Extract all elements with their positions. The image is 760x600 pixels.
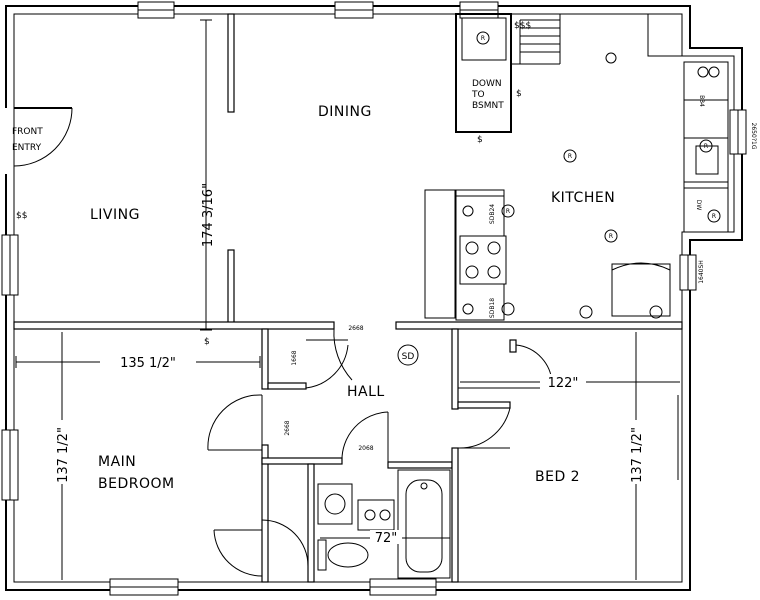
bath-cabinet <box>357 499 395 531</box>
receptacle-label: R <box>704 143 708 150</box>
receptacle-symbol <box>476 31 490 45</box>
window-left-2 <box>1 429 19 501</box>
door-closet-1668 <box>305 339 349 389</box>
receptacle-symbol <box>462 205 474 217</box>
dim-living-height-label: 174 3/16" <box>201 183 216 247</box>
window-bottom-1 <box>109 578 179 596</box>
door-size-label: 2668 <box>348 325 363 332</box>
window-top-3 <box>459 1 499 19</box>
window-size-label: 2650?1G <box>750 123 757 150</box>
switch-label: $ <box>516 89 522 99</box>
receptacle-symbol <box>563 149 577 163</box>
dim-bath-width-label: 72" <box>375 531 398 546</box>
door-bed2 <box>457 407 511 449</box>
receptacle-label: R <box>506 208 510 215</box>
window-top-1 <box>137 1 175 19</box>
receptacle-symbol <box>699 139 713 153</box>
window-left-1 <box>1 234 19 296</box>
dim-main-width-label: 135 1/2" <box>120 356 176 371</box>
cabinet-label: SDB18 <box>489 298 496 318</box>
window-bottom-2 <box>369 578 437 596</box>
receptacle-symbol <box>501 204 515 218</box>
fridge-cabinet <box>647 13 683 57</box>
smoke-detector-symbol <box>397 344 419 366</box>
front-entry-label: FRONT <box>12 127 43 137</box>
door-main-closet <box>213 519 309 577</box>
switch-triple-label: $$$ <box>514 21 531 31</box>
bathtub <box>397 469 451 579</box>
switch-label: $ <box>477 135 483 145</box>
door-hall-top <box>333 328 353 381</box>
receptacle-symbol <box>579 305 593 319</box>
bay-counter <box>683 61 729 233</box>
smoke-detector-label: SD <box>402 352 415 362</box>
receptacle-label: R <box>481 35 485 42</box>
kitchen-table <box>611 262 671 317</box>
bed2-label: BED 2 <box>535 469 580 485</box>
door-size-label: 1668 <box>291 350 298 365</box>
switch-label: $ <box>204 337 210 347</box>
receptacle-symbol <box>708 66 720 78</box>
cabinet-label: SDB24 <box>489 204 496 224</box>
kitchen-label: KITCHEN <box>551 190 615 206</box>
window-right-kitchen <box>679 254 697 291</box>
cabinet-label: B34 <box>698 95 705 107</box>
stairs <box>455 13 561 133</box>
hall-label: HALL <box>347 384 385 400</box>
range <box>459 235 507 285</box>
front-entry-label-2: ENTRY <box>12 143 42 153</box>
dim-bed2-height-label: 137 1/2" <box>630 427 645 483</box>
door-size-label: 2068 <box>358 445 373 452</box>
window-top-2 <box>334 1 374 19</box>
front-entry-door <box>4 107 73 174</box>
door-size-label: 2668 <box>284 420 291 435</box>
receptacle-symbol <box>649 305 663 319</box>
interior-walls <box>13 13 683 583</box>
receptacle-symbol <box>605 52 617 64</box>
receptacle-symbol <box>604 229 618 243</box>
receptacle-label: R <box>609 233 613 240</box>
door-bath <box>341 411 389 463</box>
dim-living-height <box>200 19 212 331</box>
receptacle-symbol <box>462 303 474 315</box>
vanity-sink <box>317 483 353 525</box>
receptacle-label: R <box>568 153 572 160</box>
main-bedroom-label-2: BEDROOM <box>98 476 175 492</box>
stairs-label-2: TO <box>471 90 485 100</box>
switch-double-label: $$ <box>16 211 27 221</box>
receptacle-symbol <box>707 209 721 223</box>
receptacle-symbol <box>501 302 515 316</box>
receptacle-label: R <box>712 213 716 220</box>
toilet <box>317 539 369 571</box>
dim-main-height-label: 137 1/2" <box>56 427 71 483</box>
window-size-label: 1640SH <box>698 260 705 284</box>
main-bedroom-label: MAIN <box>98 454 136 470</box>
dim-bed2-width-label: 122" <box>548 376 579 391</box>
stairs-label: DOWN <box>472 79 502 89</box>
kitchen-island <box>424 189 456 319</box>
stairs-label-3: BSMNT <box>472 101 504 111</box>
living-label: LIVING <box>90 207 140 223</box>
window-right-bay <box>729 109 747 155</box>
dining-label: DINING <box>318 104 372 120</box>
receptacle-symbol <box>697 66 709 78</box>
door-main-bedroom <box>207 394 263 451</box>
dishwasher-label: DW <box>695 200 702 211</box>
